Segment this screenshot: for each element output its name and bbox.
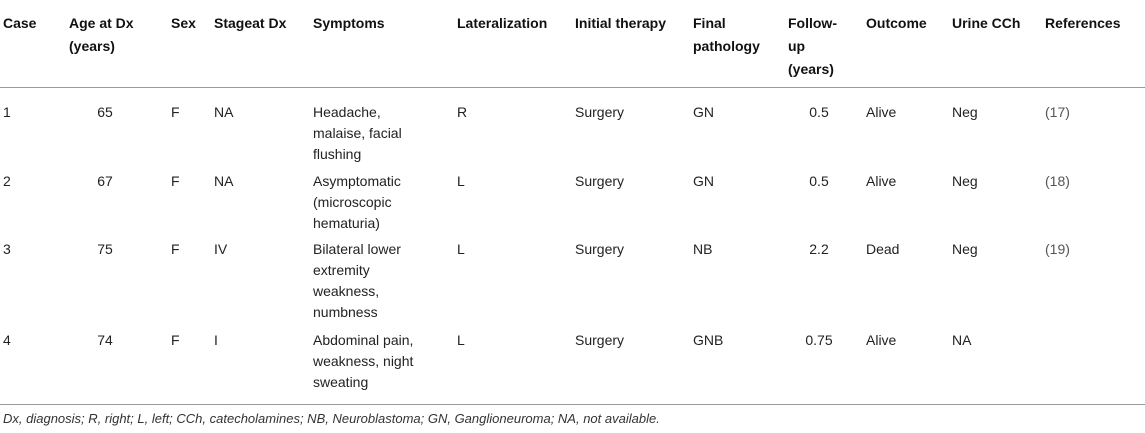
cell-follow-up: 0.5: [809, 173, 829, 189]
cell-case: 2: [3, 173, 11, 189]
cell-age: 74: [97, 332, 113, 348]
cell-symptoms: Abdominal pain, weakness, night sweating: [313, 332, 414, 390]
cell-age: 75: [97, 241, 113, 257]
cell-initial-therapy: Surgery: [575, 241, 625, 257]
table-row: 3 75 F IV Bilateral lower extremity weak…: [0, 239, 1145, 323]
cell-initial-therapy: Surgery: [575, 173, 625, 189]
header-follow-up: Follow-up (years): [788, 15, 837, 77]
cell-follow-up: 0.5: [809, 104, 829, 120]
cell-stage: NA: [214, 104, 234, 120]
table-footnote: Dx, diagnosis; R, right; L, left; CCh, c…: [3, 411, 660, 426]
cell-case: 3: [3, 241, 11, 257]
cell-lateralization: L: [457, 332, 465, 348]
header-outcome: Outcome: [866, 15, 927, 31]
cell-urine: Neg: [952, 241, 978, 257]
cell-reference[interactable]: (17): [1045, 104, 1070, 120]
cell-final-pathology: GN: [693, 104, 714, 120]
cell-sex: F: [171, 332, 180, 348]
cell-symptoms: Headache, malaise, facial flushing: [313, 104, 402, 162]
header-case: Case: [3, 15, 37, 31]
cell-final-pathology: GN: [693, 173, 714, 189]
cell-sex: F: [171, 104, 180, 120]
table-row: 4 74 F I Abdominal pain, weakness, night…: [0, 330, 1145, 394]
cell-lateralization: L: [457, 241, 465, 257]
cell-outcome: Alive: [866, 332, 897, 348]
cell-urine: Neg: [952, 173, 978, 189]
table-row: 2 67 F NA Asymptomatic (microscopic hema…: [0, 171, 1145, 235]
cell-urine: NA: [952, 332, 972, 348]
cell-stage: IV: [214, 241, 228, 257]
header-urine: Urine CCh: [952, 15, 1021, 31]
header-references: References: [1045, 15, 1121, 31]
cell-initial-therapy: Surgery: [575, 104, 625, 120]
cell-final-pathology: GNB: [693, 332, 724, 348]
cell-case: 4: [3, 332, 11, 348]
cell-reference[interactable]: (18): [1045, 173, 1070, 189]
header-age: Age at Dx (years): [69, 15, 134, 54]
table-row: 1 65 F NA Headache, malaise, facial flus…: [0, 102, 1145, 166]
cell-age: 65: [97, 104, 113, 120]
cell-urine: Neg: [952, 104, 978, 120]
header-lateralization: Lateralization: [457, 15, 548, 31]
cell-symptoms: Bilateral lower extremity weakness, numb…: [313, 241, 401, 320]
header-initial-therapy: Initial therapy: [575, 15, 667, 31]
cell-follow-up: 2.2: [809, 241, 829, 257]
cell-lateralization: R: [457, 104, 468, 120]
header-final-pathology: Final pathology: [693, 15, 760, 54]
header-rule: [0, 87, 1145, 88]
cell-outcome: Alive: [866, 173, 897, 189]
cell-lateralization: L: [457, 173, 465, 189]
header-stage: Stageat Dx: [214, 15, 287, 31]
cell-symptoms: Asymptomatic (microscopic hematuria): [313, 173, 401, 231]
cell-sex: F: [171, 241, 180, 257]
cell-case: 1: [3, 104, 11, 120]
cell-reference[interactable]: (19): [1045, 241, 1070, 257]
header-symptoms: Symptoms: [313, 15, 385, 31]
cell-stage: I: [214, 332, 218, 348]
cell-age: 67: [97, 173, 113, 189]
header-sex: Sex: [171, 15, 196, 31]
bottom-rule: [0, 404, 1145, 405]
cell-initial-therapy: Surgery: [575, 332, 625, 348]
cell-follow-up: 0.75: [805, 332, 833, 348]
cell-final-pathology: NB: [693, 241, 713, 257]
cell-sex: F: [171, 173, 180, 189]
cell-outcome: Alive: [866, 104, 897, 120]
table-header: Case Age at Dx (years) Sex Stageat Dx Sy…: [0, 12, 1145, 82]
cell-outcome: Dead: [866, 241, 900, 257]
cell-stage: NA: [214, 173, 234, 189]
